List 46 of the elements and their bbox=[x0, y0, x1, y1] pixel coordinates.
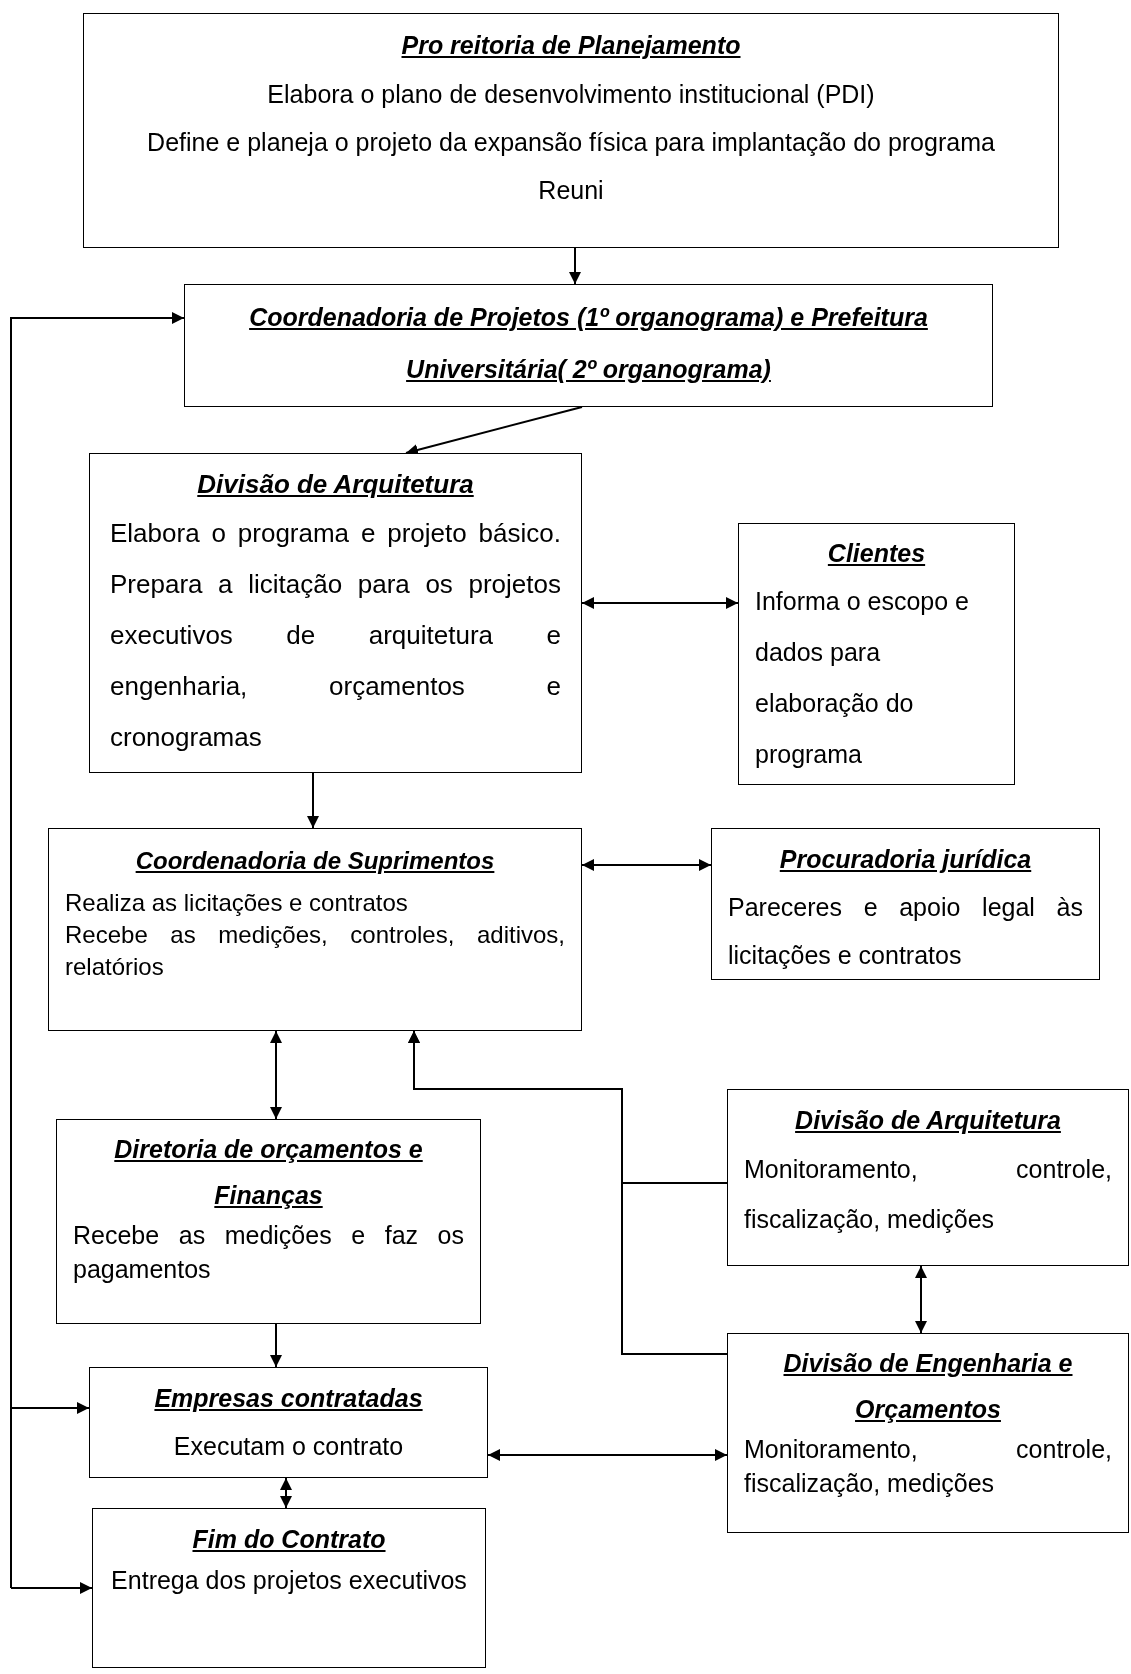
arrow bbox=[10, 1402, 90, 1589]
arrow bbox=[915, 1265, 927, 1334]
box-text: Elabora o plano de desenvolvimento institucional (PDI) bbox=[266, 79, 876, 110]
box-text: Elabora o programa e projeto básico. Prepara a licitação para os projetos executivos de arquitetura e engenharia, orçamentos e cronogramas bbox=[110, 517, 561, 754]
box-text: Recebe as medições, controles, aditivos, relatórios bbox=[65, 920, 565, 982]
box-title: Pro reitoria de Planejamento bbox=[400, 30, 742, 61]
arrow bbox=[280, 1477, 292, 1509]
box-text: Monitoramento, controle, fiscalização, medições bbox=[744, 1434, 1112, 1499]
process-box bbox=[727, 1333, 1129, 1533]
process-box bbox=[89, 453, 582, 773]
process-box bbox=[727, 1089, 1129, 1266]
box-title: Clientes bbox=[826, 538, 927, 569]
box-text: Informa o escopo e dados para elaboração do programa bbox=[755, 586, 970, 770]
process-box bbox=[92, 1508, 486, 1668]
arrow bbox=[10, 1582, 93, 1594]
box-title: Divisão de Arquitetura bbox=[196, 468, 475, 501]
process-box bbox=[48, 828, 582, 1031]
box-title: Diretoria de orçamentos e Finanças bbox=[113, 1134, 424, 1211]
arrow bbox=[581, 597, 739, 609]
arrow bbox=[270, 1030, 282, 1120]
arrow bbox=[307, 772, 319, 829]
box-title: Fim do Contrato bbox=[191, 1524, 387, 1555]
process-box bbox=[738, 523, 1015, 785]
process-box bbox=[711, 828, 1100, 980]
process-box bbox=[83, 13, 1059, 248]
process-box bbox=[89, 1367, 488, 1478]
box-text: Realiza as licitações e contratos bbox=[65, 888, 409, 918]
process-box bbox=[56, 1119, 481, 1324]
box-text: Entrega dos projetos executivos bbox=[110, 1565, 468, 1596]
box-title: Coordenadoria de Projetos (1º organograma) e Prefeitura Universitária( 2º organograma) bbox=[248, 302, 929, 385]
box-text: Executam o contrato bbox=[172, 1431, 405, 1462]
arrow bbox=[581, 859, 712, 871]
box-text: Define e planeja o projeto da expansão física para implantação do programa Reuni bbox=[146, 127, 996, 206]
box-title: Coordenadoria de Suprimentos bbox=[134, 846, 496, 876]
box-title: Empresas contratadas bbox=[153, 1383, 424, 1414]
arrow bbox=[487, 1449, 728, 1461]
box-text: Pareceres e apoio legal às licitações e contratos bbox=[728, 892, 1083, 971]
box-title: Divisão de Engenharia e Orçamentos bbox=[782, 1348, 1074, 1425]
box-title: Procuradoria jurídica bbox=[778, 844, 1033, 875]
box-title: Divisão de Arquitetura bbox=[794, 1105, 1062, 1136]
box-text: Monitoramento, controle, fiscalização, medições bbox=[744, 1154, 1112, 1235]
arrow bbox=[569, 247, 581, 285]
arrow bbox=[408, 1030, 728, 1355]
box-text: Recebe as medições e faz os pagamentos bbox=[73, 1220, 464, 1285]
arrow bbox=[270, 1323, 282, 1368]
process-box bbox=[184, 284, 993, 407]
